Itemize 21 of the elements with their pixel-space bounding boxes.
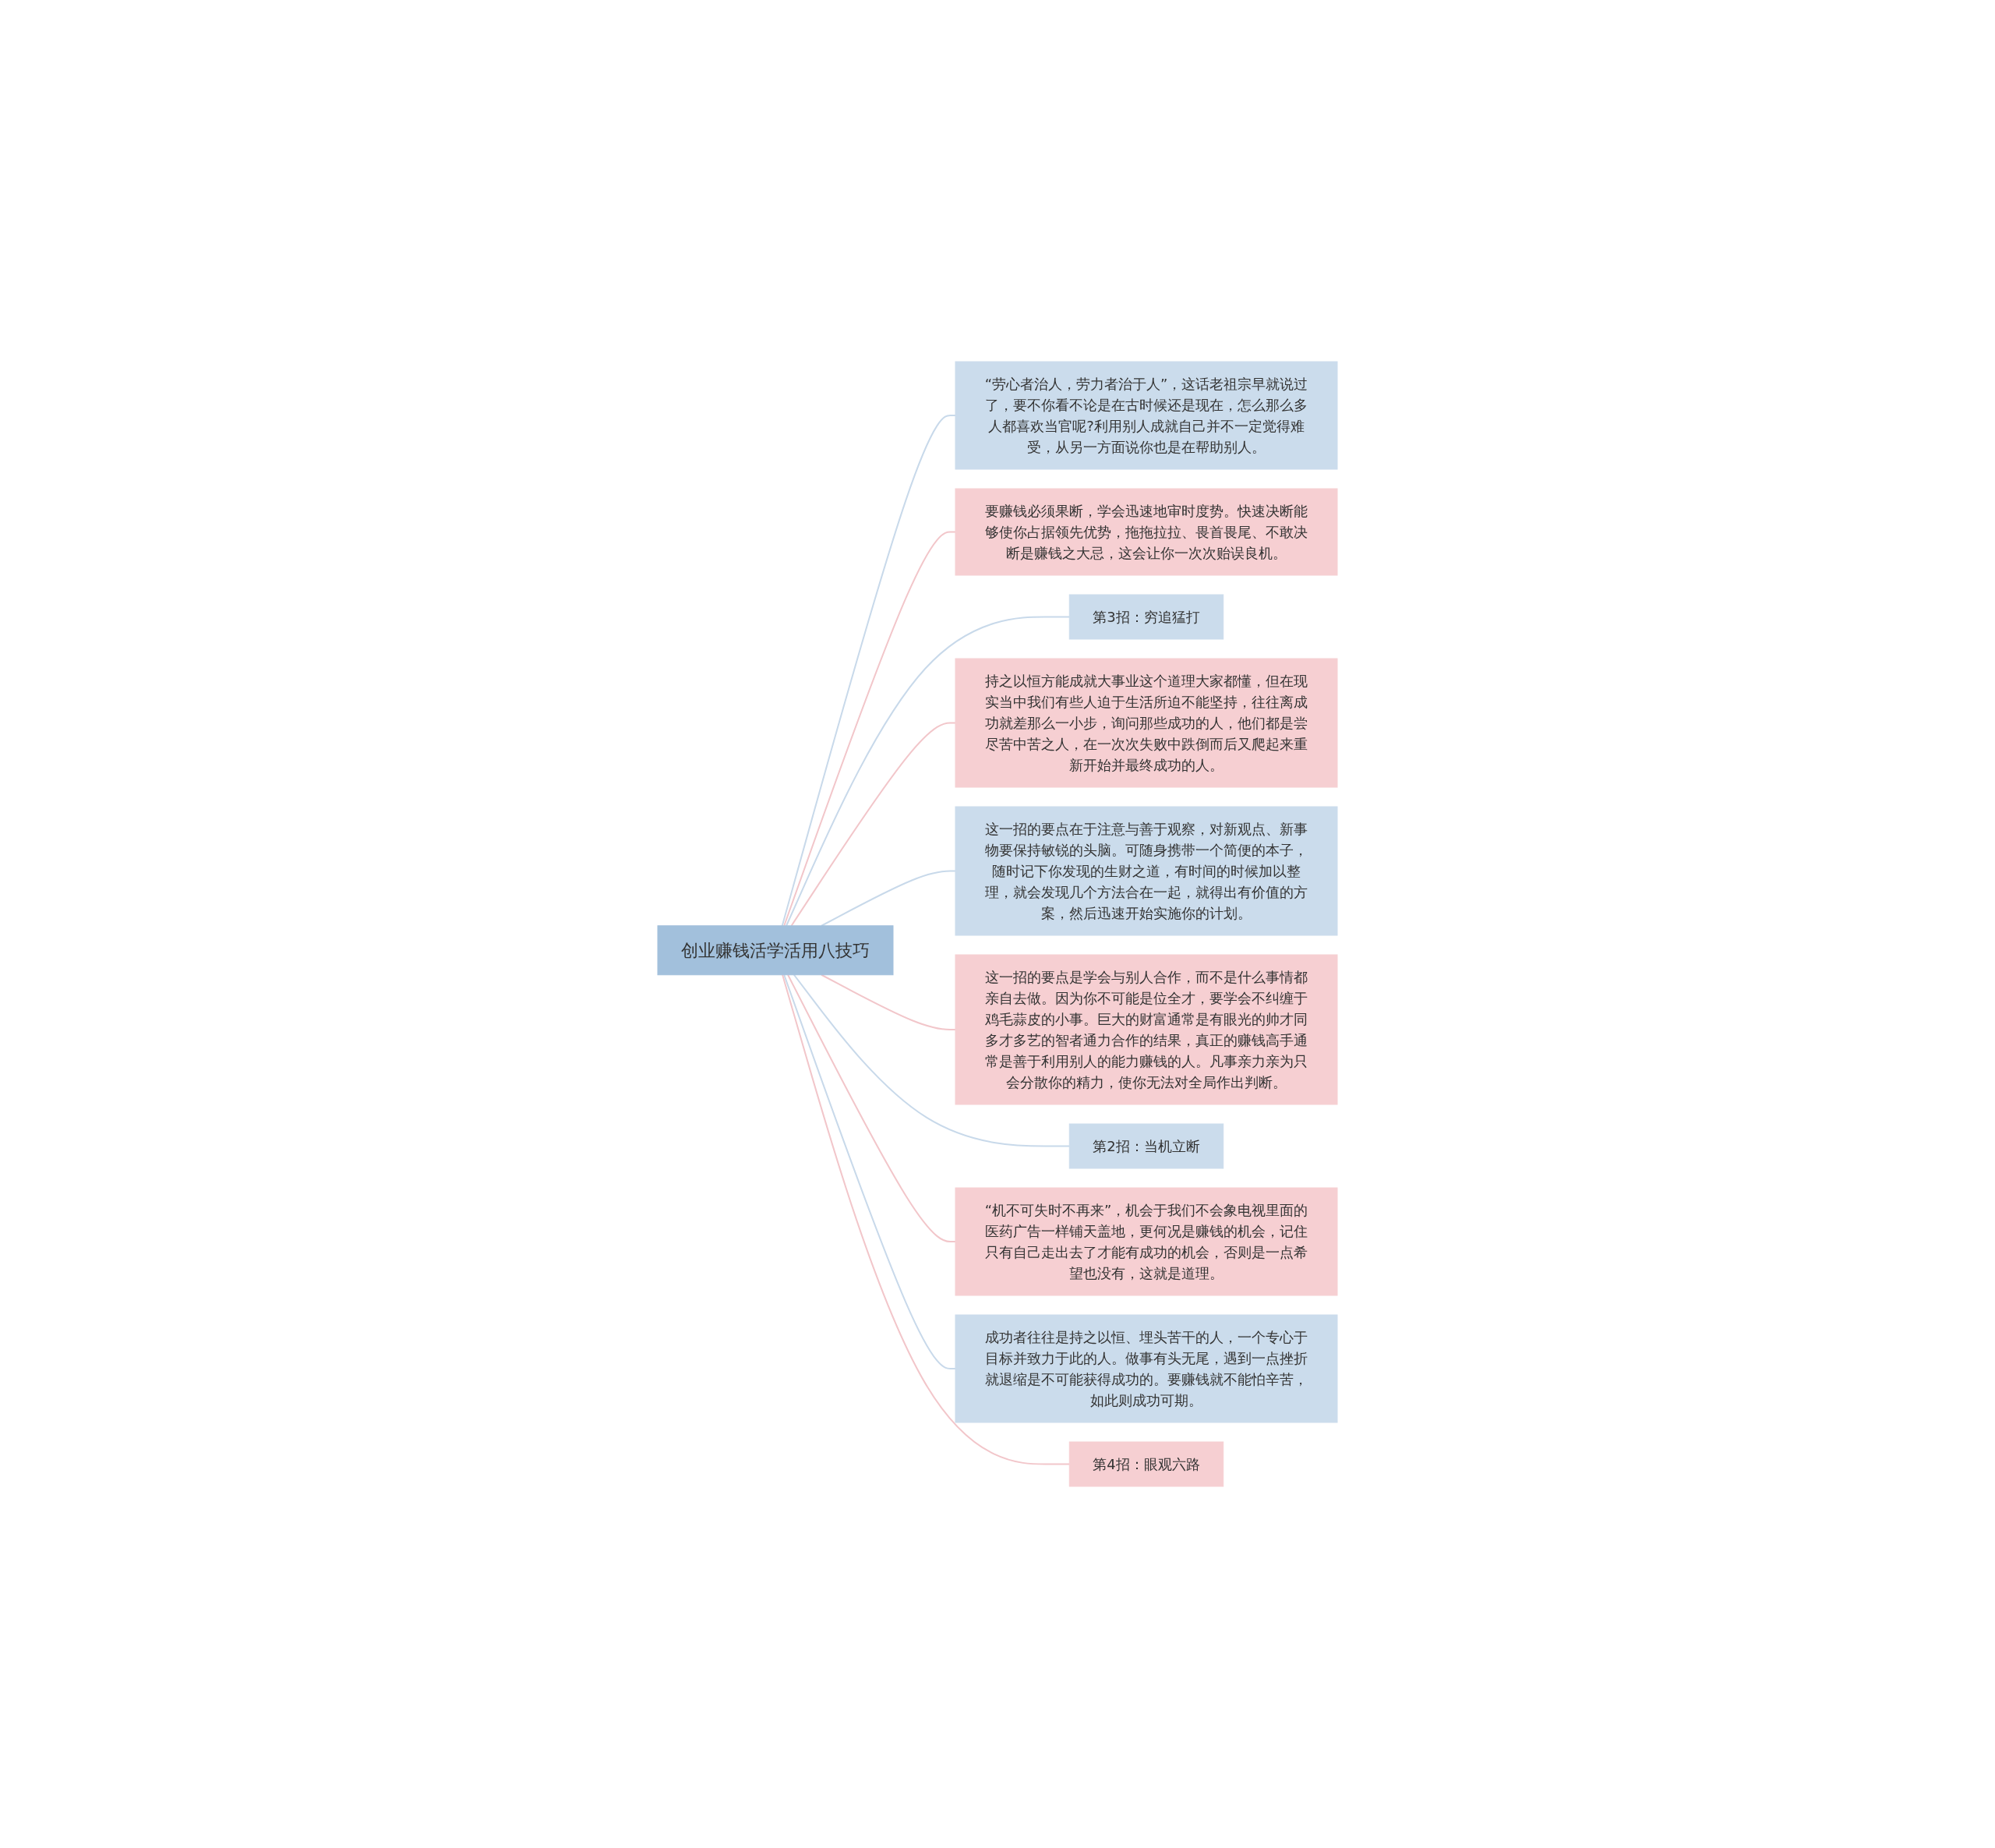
connector: [821, 870, 956, 927]
node-box: “劳心者治人，劳力者治于人”，这话老祖宗早就说过了，要不你看不论是在古时候还是现在，怎么那么多人都喜欢当官呢?利用别人成就自己并不一定觉得难受，从另一方面说你也是在帮助别人。: [955, 361, 1338, 470]
node-box: “机不可失时不再来”，机会于我们不会象电视里面的医药广告一样铺天盖地，更何况是赚钱的机会，记住只有自己走出去了才能有成功的机会，否则是一点希望也没有，这就是道理。: [955, 1187, 1338, 1296]
connector: [782, 973, 1071, 1465]
connector: [783, 973, 956, 1369]
node-box: 第4招：眼观六路: [1068, 1441, 1224, 1487]
connector: [781, 415, 956, 927]
connector: [821, 973, 956, 1030]
node-box: 第2招：当机立断: [1068, 1123, 1224, 1169]
connector: [783, 531, 956, 927]
node-box: 第3招：穷追猛打: [1068, 594, 1224, 640]
node-box: 创业赚钱活学活用八技巧: [657, 925, 894, 976]
connector: [790, 722, 956, 927]
connector: [793, 973, 1071, 1147]
connector: [786, 616, 1071, 927]
node-box: 这一招的要点在于注意与善于观察，对新观点、新事物要保持敏锐的头脑。可随身携带一个简便的本子，随时记下你发现的生财之道，有时间的时候加以整理，就会发现几个方法合在一起，就得出有价值的方案，然后迅速开始实施你的计划。: [955, 806, 1338, 936]
node-box: 持之以恒方能成就大事业这个道理大家都懂，但在现实当中我们有些人迫于生活所迫不能坚持，往往离成功就差那么一小步，询问那些成功的人，他们都是尝尽苦中苦之人，在一次次失败中跌倒而后又爬起来重新开始并最终成功的人。: [955, 658, 1338, 788]
node-box: 成功者往往是持之以恒、埋头苦干的人，一个专心于目标并致力于此的人。做事有头无尾，遇到一点挫折就退缩是不可能获得成功的。要赚钱就不能怕辛苦，如此则成功可期。: [955, 1314, 1338, 1423]
connector: [787, 973, 956, 1242]
node-box: 要赚钱必须果断，学会迅速地审时度势。快速决断能够使你占据领先优势，拖拖拉拉、畏首畏尾、不敢决断是赚钱之大忌，这会让你一次次贻误良机。: [955, 488, 1338, 576]
node-box: 这一招的要点是学会与别人合作，而不是什么事情都亲自去做。因为你不可能是位全才，要学会不纠缠于鸡毛蒜皮的小事。巨大的财富通常是有眼光的帅才同多才多艺的智者通力合作的结果，真正的赚钱高手通常是善于利用别人的能力赚钱的人。凡事亲力亲为只会分散你的精力，使你无法对全局作出判断。: [955, 954, 1338, 1105]
